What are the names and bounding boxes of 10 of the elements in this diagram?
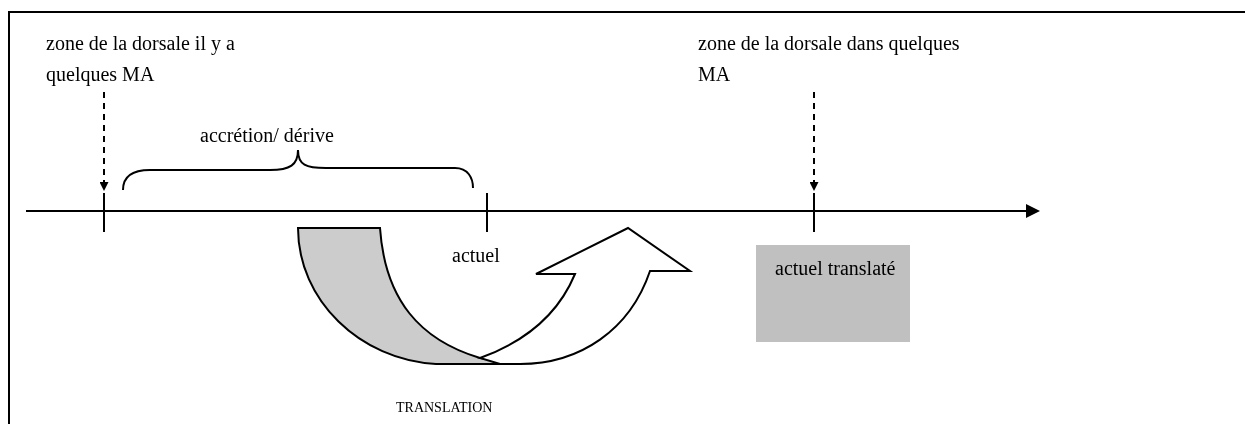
tick-mark <box>103 193 105 232</box>
zone-annotation: zone de la dorsale il y a quelques MA <box>46 28 308 90</box>
zone-annotation: zone de la dorsale dans quelques MA <box>698 28 970 90</box>
text-label: TRANSLATION <box>396 400 493 417</box>
dashed-arrow <box>99 91 109 192</box>
text-label: actuel <box>452 243 500 267</box>
dashed-arrow <box>809 91 819 192</box>
shaded-box: actuel translaté <box>756 245 910 342</box>
text-label: accrétion/ dérive <box>200 123 334 147</box>
tick-mark <box>813 193 815 232</box>
